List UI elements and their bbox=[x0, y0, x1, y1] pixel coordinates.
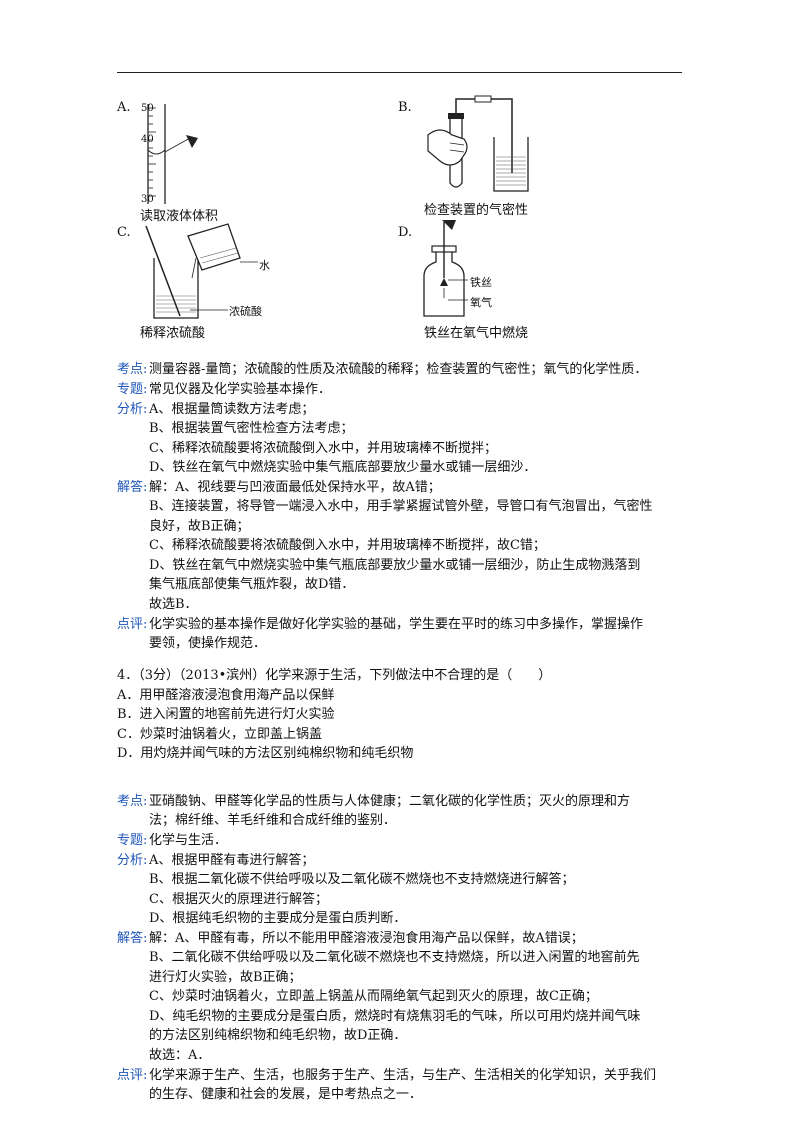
dilute-sulfuric-acid-figure bbox=[145, 223, 258, 319]
option-a-letter: A. bbox=[117, 100, 131, 115]
scale-label-30: 30 bbox=[141, 194, 154, 205]
q4-option: D．用灼烧并闻气味的方法区别纯棉织物和纯毛织物 bbox=[117, 746, 414, 761]
q4-option: A．用甲醛溶液浸泡食用海产品以保鲜 bbox=[117, 688, 335, 703]
q4-fenxi-label: 分析: bbox=[117, 853, 148, 868]
q4-jieda-line: D、纯毛织物的主要成分是蛋白质，燃烧时有烧焦羽毛的气味，所以可用灼烧并闻气味 bbox=[149, 1009, 641, 1024]
q4-kaodian-line: 法；棉纤维、羊毛纤维和合成纤维的鉴别． bbox=[149, 813, 397, 828]
option-b-caption: 检查装置的气密性 bbox=[424, 203, 529, 218]
option-a-caption: 读取液体体积 bbox=[140, 209, 219, 224]
q4-dianping-line: 的生存、健康和社会的发展，是中考热点之一． bbox=[149, 1087, 423, 1102]
airtightness-check-figure bbox=[427, 95, 529, 192]
q4-jieda-line: B、二氧化碳不供给呼吸以及二氧化碳不燃烧也不支持燃烧，所以进入闲置的地窖前先 bbox=[149, 950, 640, 965]
oxygen-label: 氧气 bbox=[470, 296, 492, 309]
q3-fenxi-line: B、根据装置气密性检查方法考虑； bbox=[149, 421, 354, 436]
q4-zhuanti-text: 化学与生活． bbox=[149, 833, 228, 848]
q4-jieda-line: 进行灯火实验，故B正确； bbox=[149, 970, 302, 985]
q3-dianping-line: 要领，使操作规范． bbox=[149, 636, 267, 651]
q3-dianping-line: 化学实验的基本操作是做好化学实验的基础，学生要在平时的练习中多操作，掌握操作 bbox=[149, 617, 644, 632]
acid-label: 浓硫酸 bbox=[229, 305, 262, 318]
q4-stem: 4．（3分）（2013•滨州）化学来源于生活，下列做法中不合理的是（ ） bbox=[117, 668, 552, 683]
q3-jieda-line: D、铁丝在氧气中燃烧实验中集气瓶底部要放少量水或铺一层细沙，防止生成物溅落到 bbox=[149, 558, 641, 573]
q3-jieda-label: 解答: bbox=[117, 480, 148, 495]
iron-burning-oxygen-figure bbox=[423, 220, 468, 317]
q3-jieda-line: 解：A、视线要与凹液面最低处保持水平，故A错； bbox=[149, 480, 441, 495]
q4-option: C．炒菜时油锅着火，立即盖上锅盖 bbox=[117, 727, 322, 742]
q3-zhuanti-text: 常见仪器及化学实验基本操作． bbox=[149, 382, 332, 397]
q4-fenxi-line: B、根据二氧化碳不供给呼吸以及二氧化碳不燃烧也不支持燃烧进行解答； bbox=[149, 872, 575, 887]
q3-fenxi-label: 分析: bbox=[117, 402, 148, 417]
q3-fenxi-line: C、稀释浓硫酸要将浓硫酸倒入水中，并用玻璃棒不断搅拌； bbox=[149, 441, 497, 456]
q3-zhuanti-label: 专题: bbox=[117, 382, 148, 397]
q4-jieda-label: 解答: bbox=[117, 931, 148, 946]
scale-label-40: 40 bbox=[141, 134, 154, 145]
option-b-letter: B. bbox=[398, 100, 412, 115]
q4-dianping-line: 化学来源于生产、生活，也服务于生产、生活，与生产、生活相关的化学知识，关乎我们 bbox=[149, 1068, 657, 1083]
q3-kaodian-text: 测量容器-量筒；浓硫酸的性质及浓硫酸的稀释；检查装置的气密性；氧气的化学性质． bbox=[149, 362, 648, 377]
q3-jieda-line: 故选B． bbox=[149, 597, 198, 612]
option-d-letter: D. bbox=[398, 225, 413, 240]
q4-fenxi-line: A、根据甲醛有毒进行解答； bbox=[149, 853, 315, 868]
q3-jieda-line: 良好，故B正确； bbox=[149, 519, 250, 534]
option-d-caption: 铁丝在氧气中燃烧 bbox=[424, 326, 529, 341]
header-rule bbox=[117, 72, 682, 73]
q4-fenxi-line: C、根据灭火的原理进行解答； bbox=[149, 892, 328, 907]
q4-option: B．进入闲置的地窖前先进行灯火实验 bbox=[117, 707, 335, 722]
q3-jieda-line: C、稀释浓硫酸要将浓硫酸倒入水中，并用玻璃棒不断搅拌，故C错； bbox=[149, 538, 546, 553]
q3-fenxi-line: D、铁丝在氧气中燃烧实验中集气瓶底部要放少量水或铺一层细沙． bbox=[149, 460, 537, 475]
q4-jieda-line: C、炒菜时油锅着火，立即盖上锅盖从而隔绝氧气起到灭火的原理，故C正确； bbox=[149, 989, 598, 1004]
q4-dianping-label: 点评: bbox=[117, 1068, 148, 1083]
q3-kaodian-label: 考点: bbox=[117, 362, 148, 377]
q3-fenxi-line: A、根据量筒读数方法考虑； bbox=[149, 402, 315, 417]
q4-jieda-line: 故选：A． bbox=[149, 1048, 211, 1063]
q4-fenxi-line: D、根据纯毛织物的主要成分是蛋白质判断． bbox=[149, 911, 407, 926]
q4-kaodian-line: 亚硝酸钠、甲醛等化学品的性质与人体健康；二氧化碳的化学性质；灭火的原理和方 bbox=[149, 794, 631, 809]
q4-kaodian-label: 考点: bbox=[117, 794, 148, 809]
option-c-caption: 稀释浓硫酸 bbox=[140, 326, 206, 341]
q4-jieda-line: 解：A、甲醛有毒，所以不能用甲醛溶液浸泡食用海产品以保鲜，故A错误； bbox=[149, 931, 584, 946]
iron-wire-label: 铁丝 bbox=[470, 276, 492, 289]
option-c-letter: C. bbox=[117, 225, 131, 240]
q3-jieda-line: 集气瓶底部使集气瓶炸裂，故D错． bbox=[149, 577, 355, 592]
q3-jieda-line: B、连接装置，将导管一端浸入水中，用手掌紧握试管外壁，导管口有气泡冒出，气密性 bbox=[149, 499, 653, 514]
q4-jieda-line: 的方法区别纯棉织物和纯毛织物，故D正确． bbox=[149, 1028, 407, 1043]
scale-label-50: 50 bbox=[141, 103, 154, 114]
water-label: 水 bbox=[259, 259, 270, 272]
graduated-cylinder-figure bbox=[147, 104, 198, 204]
q4-zhuanti-label: 专题: bbox=[117, 833, 148, 848]
q3-dianping-label: 点评: bbox=[117, 617, 148, 632]
